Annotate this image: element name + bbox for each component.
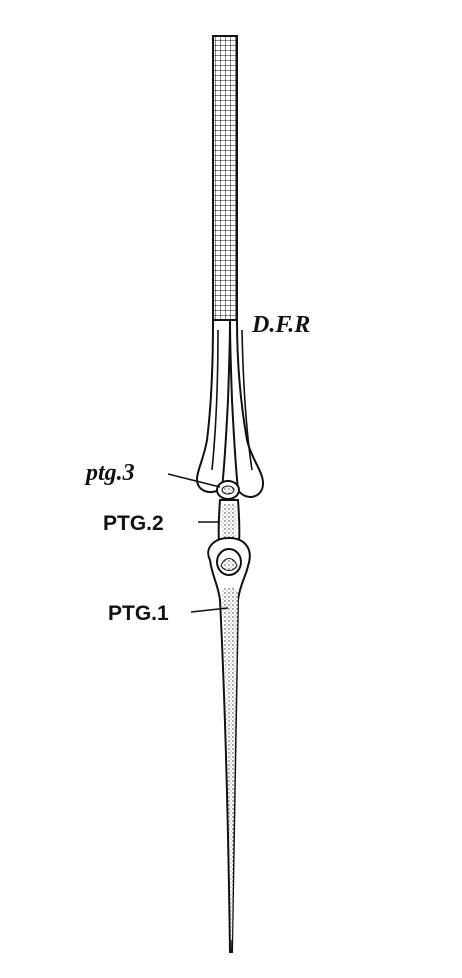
label-ptg2: PTG.2 (103, 512, 164, 535)
pterygiophore-3 (217, 481, 239, 499)
label-ptg3: ptg.3 (84, 460, 135, 486)
distal-fin-ray (197, 36, 263, 497)
label-dfr: D.F.R (251, 312, 310, 338)
pterygiophore-2 (219, 500, 240, 542)
label-ptg1: PTG.1 (108, 602, 169, 625)
pterygiophore-1 (208, 538, 250, 952)
